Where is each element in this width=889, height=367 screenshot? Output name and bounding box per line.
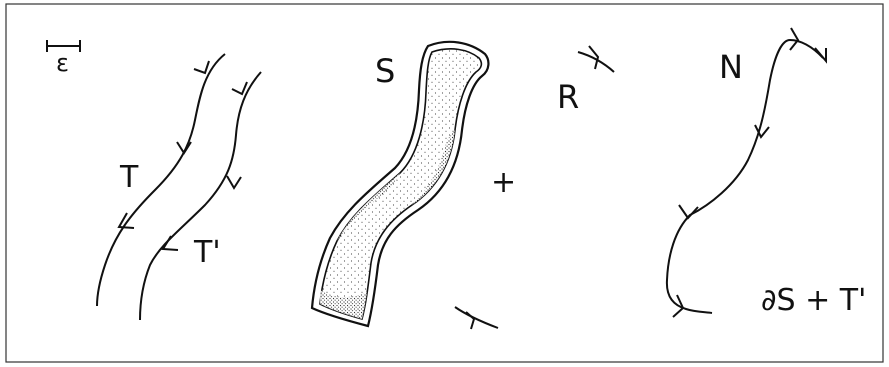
arrow-t-upper [194, 61, 209, 73]
arrow-t-middle [177, 142, 191, 153]
label-t: T [119, 160, 139, 195]
arrow-t-prime-middle [227, 176, 241, 188]
region-s [312, 42, 488, 326]
current-t-prime-curve [140, 72, 261, 320]
current-n-curve [667, 40, 823, 313]
arrow-n-lower-left [679, 205, 698, 218]
fragment-r-arrow [578, 46, 614, 72]
label-s: S [375, 52, 395, 90]
fragment-bottom-arrow [455, 307, 498, 329]
epsilon-label: ε [56, 49, 69, 77]
label-boundary-sum: ∂S + T' [761, 283, 866, 318]
plus-sign: + [491, 165, 516, 200]
region-s-interior [320, 49, 481, 319]
arrow-t-prime-upper [232, 82, 247, 94]
label-t-prime: T' [193, 235, 221, 270]
label-r: R [557, 78, 579, 116]
label-n: N [719, 48, 743, 86]
